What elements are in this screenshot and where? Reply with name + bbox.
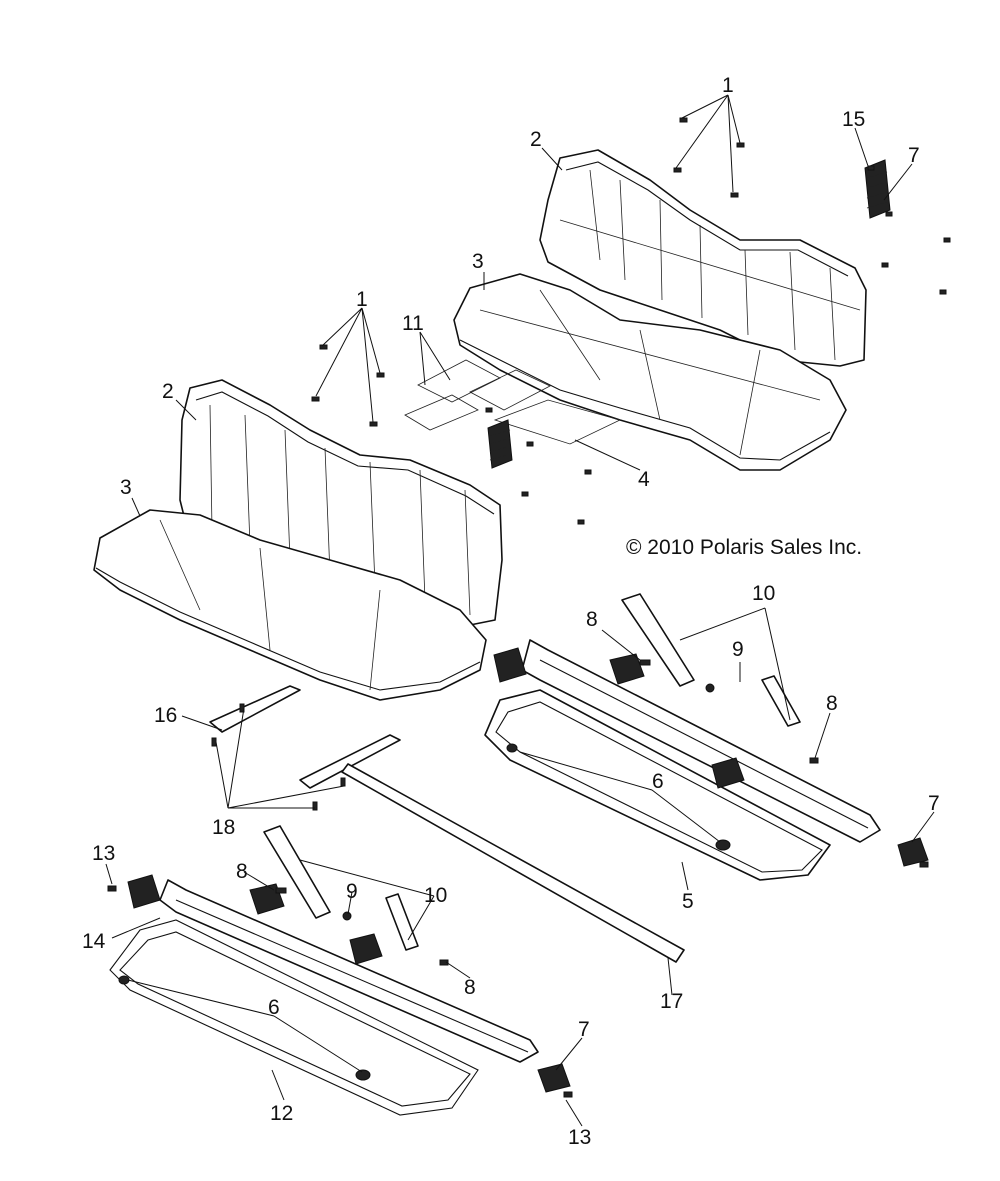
latch-spring-rear xyxy=(864,159,891,219)
screw-set-1-front xyxy=(311,344,385,427)
callout-1-front: 1 xyxy=(356,288,368,311)
callout-8-rear-a: 8 xyxy=(586,608,598,631)
callout-11: 11 xyxy=(402,312,424,335)
callout-18: 18 xyxy=(212,816,235,839)
callout-6-front: 6 xyxy=(268,996,280,1019)
callout-10-rear: 10 xyxy=(752,582,775,605)
callout-14: 14 xyxy=(82,930,106,953)
callout-8-front-b: 8 xyxy=(464,976,476,999)
callout-8-rear-b: 8 xyxy=(826,692,838,715)
callout-3-front: 3 xyxy=(120,476,132,499)
rear-seat-frame xyxy=(484,639,881,881)
copyright-notice: © 2010 Polaris Sales Inc. xyxy=(626,536,862,559)
callout-13-left: 13 xyxy=(92,842,115,865)
callout-5: 5 xyxy=(682,890,694,913)
decal-set-11 xyxy=(404,359,551,431)
callout-10-front: 10 xyxy=(424,884,447,907)
callout-7-rear-right: 7 xyxy=(928,792,940,815)
callout-9-front: 9 xyxy=(346,880,358,903)
callout-8-front-a: 8 xyxy=(236,860,248,883)
rear-seat-back xyxy=(539,149,867,367)
callout-17: 17 xyxy=(660,990,683,1013)
callout-15: 15 xyxy=(842,108,865,131)
latch-spring-front xyxy=(487,419,513,469)
callout-12: 12 xyxy=(270,1102,293,1125)
callout-7-top: 7 xyxy=(908,144,920,167)
callout-2-front: 2 xyxy=(162,380,174,403)
hinge-brackets xyxy=(209,685,401,811)
front-seat-bottom xyxy=(93,509,487,701)
seat-bar xyxy=(341,763,685,963)
callout-numbers: 1 1 2 2 3 3 11 4 15 7 10 8 9 8 6 5 7 16 … xyxy=(82,74,940,1149)
screw-set-1-rear xyxy=(673,117,745,198)
callout-16: 16 xyxy=(154,704,177,727)
callout-7-front: 7 xyxy=(578,1018,590,1041)
small-fasteners xyxy=(485,165,951,525)
callout-3-rear: 3 xyxy=(472,250,484,273)
callout-13-right: 13 xyxy=(568,1126,591,1149)
callout-6-rear: 6 xyxy=(652,770,664,793)
rear-seat-bottom xyxy=(453,273,847,471)
callout-1-rear: 1 xyxy=(722,74,734,97)
decal-4 xyxy=(493,399,622,445)
callout-9-rear: 9 xyxy=(732,638,744,661)
callout-4: 4 xyxy=(638,468,650,491)
leader-lines xyxy=(105,94,935,1127)
callout-2-rear: 2 xyxy=(530,128,542,151)
front-seat-frame xyxy=(109,879,539,1116)
